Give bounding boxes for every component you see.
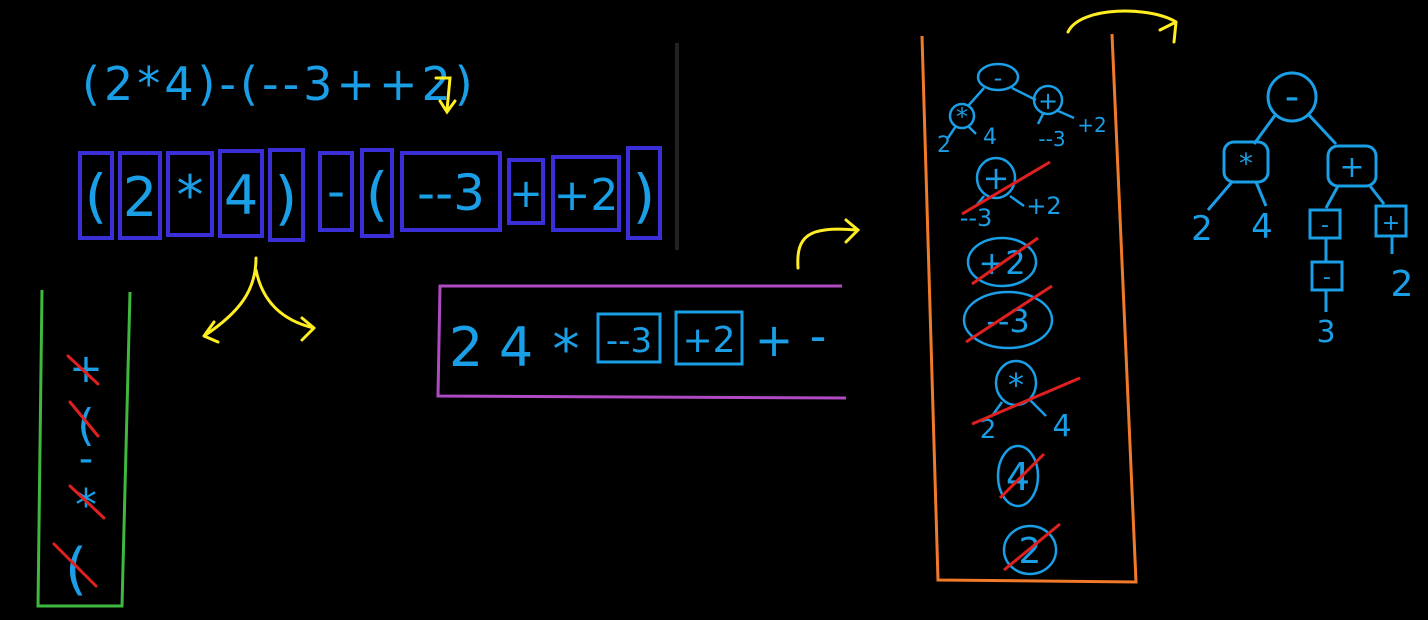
stack-entry: 4 — [996, 444, 1046, 508]
svg-text:+2: +2 — [1077, 113, 1106, 137]
token-label: 4 — [224, 164, 258, 227]
svg-text:4: 4 — [1251, 207, 1273, 247]
top-arrow-icon — [1066, 9, 1178, 44]
postfix-item: 4 — [499, 316, 533, 379]
svg-text:2: 2 — [1019, 531, 1042, 572]
token-box — [166, 151, 214, 237]
postfix-item: + — [755, 313, 794, 367]
token-label: ( — [366, 160, 389, 228]
token-box — [318, 151, 354, 232]
svg-text:4: 4 — [983, 125, 997, 150]
svg-text:2: 2 — [1391, 264, 1414, 305]
svg-text:-: - — [1323, 265, 1331, 290]
stack-item: ( — [77, 400, 94, 451]
stack-entry: +2 — [966, 236, 1039, 288]
svg-text:+: + — [1038, 87, 1058, 115]
postfix-items: 2 4 * --3 +2 + - — [449, 309, 826, 381]
tree-root-node — [1266, 71, 1318, 123]
final-tree — [1206, 71, 1408, 312]
svg-text:4: 4 — [1006, 455, 1030, 499]
svg-text:--3: --3 — [1038, 127, 1065, 151]
operator-stack-box — [36, 289, 132, 608]
svg-text:-: - — [1285, 74, 1299, 120]
final-tree-labels: - * + 2 4 - + - 3 2 — [1191, 74, 1413, 350]
token-label: ( — [85, 162, 108, 230]
token-box — [78, 151, 114, 240]
expression-text: (2*4)-(--3++2) — [82, 57, 477, 111]
stack-entry: * 2 4 — [971, 359, 1081, 445]
stack-top-tree-labels: - * + 2 4 --3 +2 — [937, 64, 1107, 158]
token-box — [118, 151, 162, 240]
token-label: ) — [633, 162, 656, 230]
arrow-down-icon — [434, 76, 457, 115]
svg-text:-: - — [1321, 213, 1329, 238]
token-label: ) — [275, 164, 298, 232]
token-label: + — [509, 171, 543, 217]
stack-entry: 2 — [1002, 522, 1061, 576]
svg-text:*: * — [1239, 147, 1253, 180]
token-box — [626, 146, 662, 240]
stack-top-tree — [946, 62, 1075, 139]
tree-node — [1326, 144, 1378, 188]
token-row — [78, 146, 662, 242]
strike-marks — [52, 354, 106, 588]
postfix-item: - — [810, 309, 827, 363]
svg-text:2: 2 — [937, 133, 951, 158]
stack-item: - — [79, 436, 93, 482]
svg-text:4: 4 — [1052, 409, 1071, 444]
postfix-box — [674, 310, 744, 366]
tree-stack-box — [920, 33, 1138, 584]
svg-text:+2: +2 — [1026, 192, 1061, 220]
svg-text:*: * — [1008, 366, 1024, 404]
stack-item: * — [75, 480, 97, 531]
token-label: 2 — [123, 166, 157, 229]
svg-text:+: + — [1339, 150, 1364, 185]
stack-entry: --3 — [962, 284, 1054, 350]
postfix-box — [596, 312, 662, 364]
token-box — [218, 149, 264, 238]
postfix-queue-box — [436, 284, 847, 400]
postfix-item: --3 — [606, 321, 652, 361]
postfix-item: +2 — [682, 320, 735, 361]
stack-entry: + --3 +2 — [960, 156, 1062, 232]
curve-arrow-icon — [796, 218, 861, 270]
token-box — [551, 155, 621, 232]
svg-text:3: 3 — [1316, 315, 1335, 350]
svg-text:+: + — [983, 159, 1010, 197]
split-arrow-icon — [202, 256, 316, 344]
postfix-item: * — [553, 318, 580, 381]
token-labels: ( 2 * 4 ) - ( --3 + +2 ) — [85, 160, 656, 232]
stack-item: ( — [65, 537, 87, 602]
tree-node — [1222, 140, 1270, 184]
token-label: +2 — [554, 170, 619, 221]
token-box — [507, 158, 545, 225]
token-box — [268, 148, 305, 242]
token-label: - — [327, 162, 345, 220]
token-label: --3 — [417, 164, 485, 222]
svg-text:-: - — [994, 64, 1003, 92]
svg-text:--3: --3 — [960, 204, 993, 232]
token-box — [360, 148, 394, 238]
token-label: * — [177, 164, 204, 227]
svg-text:+: + — [1382, 211, 1400, 236]
svg-text:2: 2 — [980, 415, 997, 445]
token-box — [400, 151, 502, 232]
svg-text:--3: --3 — [986, 302, 1029, 340]
svg-text:2: 2 — [1191, 209, 1213, 249]
postfix-item: 2 — [449, 316, 483, 379]
svg-text:*: * — [956, 103, 968, 131]
